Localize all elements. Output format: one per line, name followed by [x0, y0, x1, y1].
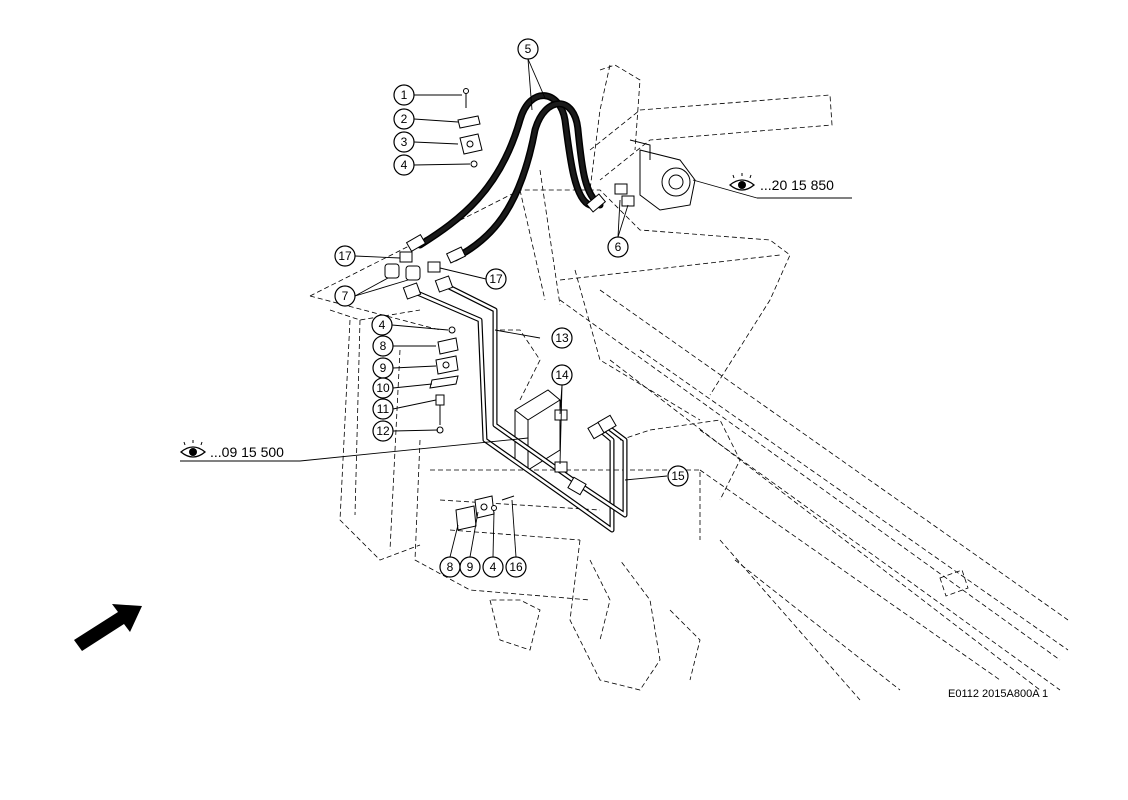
- svg-text:17: 17: [489, 272, 503, 286]
- steel-pipes: [402, 275, 628, 533]
- svg-text:8: 8: [380, 339, 387, 353]
- callout-17: 17: [485, 268, 507, 290]
- callout-8: 8: [439, 556, 461, 578]
- svg-text:4: 4: [490, 560, 497, 574]
- callout-14: 14: [551, 364, 573, 386]
- svg-text:13: 13: [555, 331, 569, 345]
- callout-12: 12: [372, 420, 394, 442]
- svg-text:17: 17: [338, 249, 352, 263]
- callout-17: 17: [334, 245, 356, 267]
- svg-text:4: 4: [401, 158, 408, 172]
- callout-2: 2: [393, 108, 415, 130]
- callout-7: 7: [334, 285, 356, 307]
- eye-icon: [728, 173, 756, 191]
- svg-text:8: 8: [447, 560, 454, 574]
- callout-5: 5: [517, 38, 539, 60]
- callout-3: 3: [393, 131, 415, 153]
- svg-text:7: 7: [342, 289, 349, 303]
- leader-lines: [180, 58, 852, 558]
- fittings: [384, 88, 635, 531]
- hydraulic-hoses: [405, 92, 607, 264]
- machine-frame: [309, 64, 1069, 701]
- callout-6: 6: [607, 236, 629, 258]
- svg-text:2: 2: [401, 112, 408, 126]
- svg-text:4: 4: [379, 318, 386, 332]
- reference-label: ...09 15 500: [210, 444, 284, 460]
- callout-4: 4: [482, 556, 504, 578]
- arrow-icon: [74, 604, 142, 651]
- svg-text:16: 16: [509, 560, 523, 574]
- svg-text:9: 9: [467, 560, 474, 574]
- callouts: 1 2 3 4 5 6 17 7 17 4 13 8 9 10 11 12 14…: [334, 38, 689, 578]
- callout-11: 11: [372, 398, 394, 420]
- svg-text:11: 11: [377, 402, 390, 416]
- callout-4: 4: [393, 154, 415, 176]
- hydraulic-motor: [629, 139, 696, 211]
- svg-text:9: 9: [380, 361, 387, 375]
- eye-icon: [179, 440, 207, 458]
- drawing-code: E0112 2015A800A 1: [948, 688, 1048, 700]
- callout-15: 15: [667, 465, 689, 487]
- svg-text:14: 14: [555, 368, 569, 382]
- svg-text:15: 15: [671, 469, 685, 483]
- callout-9: 9: [459, 556, 481, 578]
- callout-13: 13: [551, 327, 573, 349]
- svg-text:5: 5: [525, 42, 532, 56]
- callout-10: 10: [372, 377, 394, 399]
- svg-text:10: 10: [376, 381, 390, 395]
- view-reference-left[interactable]: ...09 15 500: [179, 440, 284, 460]
- svg-text:6: 6: [615, 240, 622, 254]
- view-reference-top[interactable]: ...20 15 850: [728, 173, 834, 193]
- callout-1: 1: [393, 84, 415, 106]
- svg-text:12: 12: [376, 424, 390, 438]
- svg-text:1: 1: [401, 88, 408, 102]
- callout-9: 9: [372, 357, 394, 379]
- reference-label: ...20 15 850: [760, 177, 834, 193]
- callout-16: 16: [505, 556, 527, 578]
- callout-8: 8: [372, 335, 394, 357]
- svg-text:3: 3: [401, 135, 408, 149]
- callout-4: 4: [371, 314, 393, 336]
